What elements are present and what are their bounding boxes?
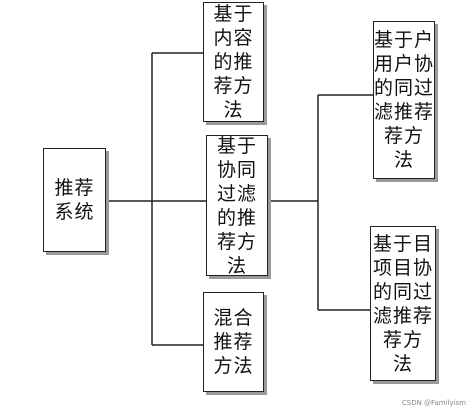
user-cf-line-6: 法 <box>393 149 414 171</box>
content-based-line-3: 的推 <box>213 51 254 73</box>
root-line-1: 推荐 <box>54 177 95 199</box>
hybrid-line-3: 方法 <box>213 355 254 377</box>
collaborative-line-2: 协同 <box>216 158 257 181</box>
item-cf-line-2: 项目协 <box>372 256 433 279</box>
item-cf-line-3: 的同过 <box>372 280 433 303</box>
collaborative-line-6: 法 <box>226 254 247 277</box>
root-line-2: 系统 <box>54 201 95 223</box>
user-cf-line-1: 基于户 <box>374 29 435 51</box>
user-cf-node-label: 基于户 用户协 的同过 滤推荐 荐方 法 <box>374 28 434 172</box>
item-cf-node-label: 基于目 项目协 的同过 滤推荐 荐方 法 <box>371 232 435 376</box>
user-cf-node-box: 基于户 用户协 的同过 滤推荐 荐方 法 <box>373 21 435 179</box>
content-based-line-4: 荐方 <box>213 75 254 97</box>
content-based-line-2: 内容 <box>213 27 254 49</box>
user-cf-line-2: 用户协 <box>374 53 435 75</box>
content-based-line-5: 法 <box>223 99 244 121</box>
item-cf-line-1: 基于目 <box>372 232 433 255</box>
content-based-line-1: 基于 <box>213 3 254 25</box>
item-cf-line-5: 荐方 <box>382 328 423 351</box>
item-cf-node-box: 基于目 项目协 的同过 滤推荐 荐方 法 <box>370 226 436 381</box>
content-based-node-label: 基于 内容 的推 荐方 法 <box>204 2 263 122</box>
hybrid-node-label: 混合 推荐 方法 <box>204 306 263 378</box>
user-cf-line-4: 滤推荐 <box>374 101 435 123</box>
hybrid-line-1: 混合 <box>213 307 254 329</box>
item-cf-line-4: 滤推荐 <box>372 304 433 327</box>
collaborative-line-4: 的推 <box>216 206 257 229</box>
content-based-node-box: 基于 内容 的推 荐方 法 <box>203 2 264 122</box>
user-cf-line-5: 荐方 <box>383 125 424 147</box>
collaborative-node-box: 基于 协同 过滤 的推 荐方 法 <box>206 134 268 278</box>
root-node-label: 推荐 系统 <box>44 176 105 224</box>
root-node-box: 推荐 系统 <box>43 148 106 252</box>
collaborative-line-1: 基于 <box>216 134 257 157</box>
item-cf-line-6: 法 <box>392 352 413 375</box>
hybrid-node-box: 混合 推荐 方法 <box>203 292 264 392</box>
watermark-text: CSDN @Familyism <box>401 399 466 407</box>
collaborative-line-3: 过滤 <box>216 182 257 205</box>
hybrid-line-2: 推荐 <box>213 331 254 353</box>
collaborative-line-5: 荐方 <box>216 230 257 253</box>
collaborative-node-label: 基于 协同 过滤 的推 荐方 法 <box>207 134 267 278</box>
user-cf-line-3: 的同过 <box>374 77 435 99</box>
